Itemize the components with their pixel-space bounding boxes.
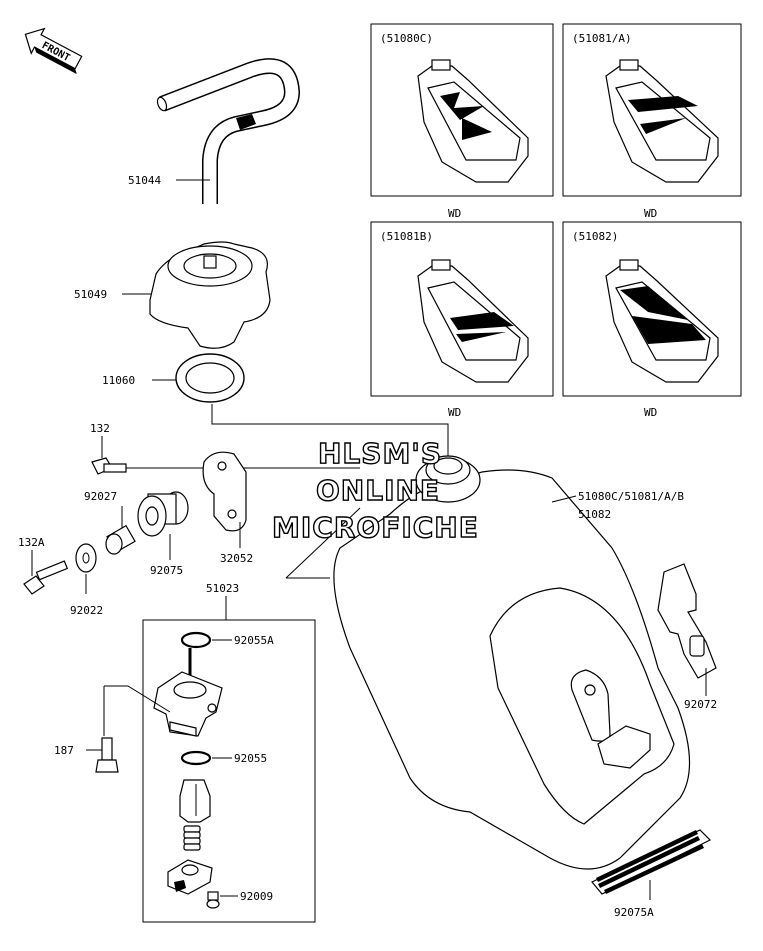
collar-icon	[105, 524, 136, 555]
fuel-cock-body-icon	[153, 648, 223, 737]
callout-tank-line2: 51082	[578, 508, 611, 521]
bolt-132a-icon	[23, 560, 69, 595]
tank-variant-icon	[605, 259, 719, 383]
callout-132a: 132A	[18, 536, 45, 549]
oring-icon	[180, 750, 212, 766]
callout-92055a: 92055A	[234, 634, 274, 647]
cap-gasket-icon	[175, 353, 245, 403]
variant-box-51081-a: (51081/A) WD	[562, 23, 742, 220]
svg-text:MICROFICHE: MICROFICHE	[272, 511, 479, 544]
spring-icon	[183, 825, 201, 851]
variant-note: WD	[448, 406, 461, 419]
variant-code: (51081/A)	[572, 32, 632, 45]
variant-box-51080c: (51080C) WD	[370, 23, 554, 220]
callout-92022: 92022	[70, 604, 103, 617]
variant-code: (51080C)	[380, 32, 433, 45]
callout-92072: 92072	[684, 698, 717, 711]
bolt-187-icon	[95, 737, 119, 773]
valve-lever-icon	[179, 779, 211, 823]
tank-band-icon	[657, 563, 717, 679]
oring-a-icon	[180, 631, 212, 649]
svg-text:ONLINE: ONLINE	[316, 474, 440, 507]
callout-92027: 92027	[84, 490, 117, 503]
bolt-132-icon	[91, 457, 127, 475]
rubber-pad-icon	[591, 829, 712, 895]
callout-11060: 11060	[102, 374, 135, 387]
variant-box-51081b: (51081B) WD	[370, 221, 554, 419]
watermark: HLSM'S ONLINE MICROFICHE	[271, 436, 479, 544]
tank-variant-icon	[417, 59, 529, 183]
callout-132: 132	[90, 422, 110, 435]
callout-92075: 92075	[150, 564, 183, 577]
variant-box-51082: (51082) WD	[562, 221, 742, 419]
front-arrow-icon: FRONT	[24, 27, 83, 75]
cock-plate-icon	[167, 859, 213, 895]
callout-187: 187	[54, 744, 74, 757]
variant-note: WD	[644, 207, 657, 220]
fuel-tank-icon	[333, 455, 691, 870]
variant-code: (51082)	[572, 230, 618, 243]
callout-92075a: 92075A	[614, 906, 654, 919]
tank-variant-icon	[605, 59, 719, 183]
rubber-damper-icon	[137, 491, 189, 537]
breather-hose-icon	[156, 58, 301, 204]
svg-text:HLSM'S: HLSM'S	[318, 437, 442, 470]
callout-tank-line1: 51080C/51081/A/B	[578, 490, 684, 503]
callout-51023: 51023	[206, 582, 239, 595]
washer-icon	[75, 543, 97, 573]
callout-92009: 92009	[240, 890, 273, 903]
callout-51044: 51044	[128, 174, 161, 187]
variant-note: WD	[644, 406, 657, 419]
callout-92055: 92055	[234, 752, 267, 765]
callout-32052: 32052	[220, 552, 253, 565]
variant-note: WD	[448, 207, 461, 220]
variant-code: (51081B)	[380, 230, 433, 243]
tank-bracket-icon	[202, 451, 247, 532]
callout-51049: 51049	[74, 288, 107, 301]
screw-icon	[206, 891, 220, 909]
tank-variant-icon	[417, 259, 529, 383]
fuel-cap-icon	[149, 241, 271, 349]
